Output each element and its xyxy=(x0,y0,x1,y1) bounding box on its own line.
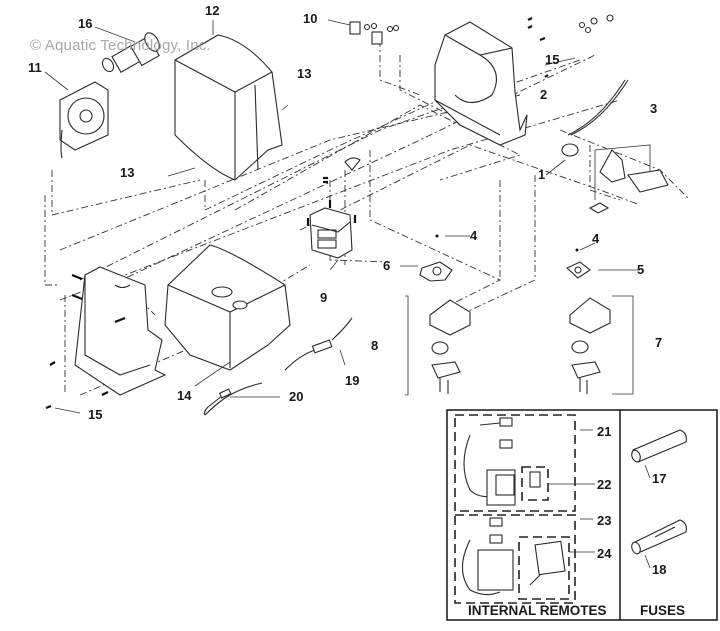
part-2-chassis xyxy=(434,14,614,146)
callout-21: 21 xyxy=(597,424,612,439)
part-19-cord xyxy=(284,317,353,371)
callout-16: 16 xyxy=(78,16,93,31)
internal-remotes-title: INTERNAL REMOTES xyxy=(468,603,607,618)
part-18-fuse xyxy=(631,519,687,569)
callout-20: 20 xyxy=(289,389,304,404)
callout-5: 5 xyxy=(637,262,645,277)
callout-6: 6 xyxy=(383,258,391,273)
callout-9: 9 xyxy=(320,290,328,305)
callout-4b: 4 xyxy=(592,231,600,246)
callout-2: 2 xyxy=(540,87,548,102)
part-3-bracket xyxy=(588,144,669,214)
callout-17: 17 xyxy=(652,471,667,486)
part-10-switches xyxy=(349,21,400,45)
callout-8: 8 xyxy=(371,338,379,353)
callout-leader-lines xyxy=(44,19,640,414)
callout-23: 23 xyxy=(597,513,612,528)
accessories-panel xyxy=(446,409,718,621)
callout-12: 12 xyxy=(205,3,220,18)
part-14-housing xyxy=(164,244,291,371)
part-6-impeller xyxy=(419,261,453,282)
part-16-fitting xyxy=(101,32,160,74)
callout-1: 1 xyxy=(538,167,546,182)
callout-11: 11 xyxy=(28,60,42,75)
part-5-diaphragm xyxy=(566,248,591,279)
fuses-title: FUSES xyxy=(640,603,686,618)
callout-13b: 13 xyxy=(120,165,135,180)
callout-22: 22 xyxy=(597,477,612,492)
part-9-transformer xyxy=(306,157,361,259)
callout-7: 7 xyxy=(655,335,663,350)
part-12-cover xyxy=(174,34,283,181)
part-17-fuse xyxy=(631,429,687,479)
copyright-watermark: © Aquatic Technology, Inc. xyxy=(30,37,211,54)
callout-24: 24 xyxy=(597,546,612,561)
part-8-pump-assembly xyxy=(405,295,471,396)
part-7-pump-assembly xyxy=(569,295,634,395)
callout-4a: 4 xyxy=(470,228,478,243)
part-1-sensor xyxy=(561,79,629,157)
part-11-fan xyxy=(59,81,109,159)
callout-14: 14 xyxy=(177,388,192,403)
callout-18: 18 xyxy=(652,562,667,577)
callout-10: 10 xyxy=(303,11,318,26)
callout-15a: 15 xyxy=(88,407,103,422)
part-15-base xyxy=(45,266,167,410)
callout-13a: 13 xyxy=(297,66,312,81)
callout-15b: 15 xyxy=(545,52,560,67)
part-20-probe xyxy=(203,382,263,416)
callout-19: 19 xyxy=(345,373,360,388)
callout-3: 3 xyxy=(650,101,658,116)
